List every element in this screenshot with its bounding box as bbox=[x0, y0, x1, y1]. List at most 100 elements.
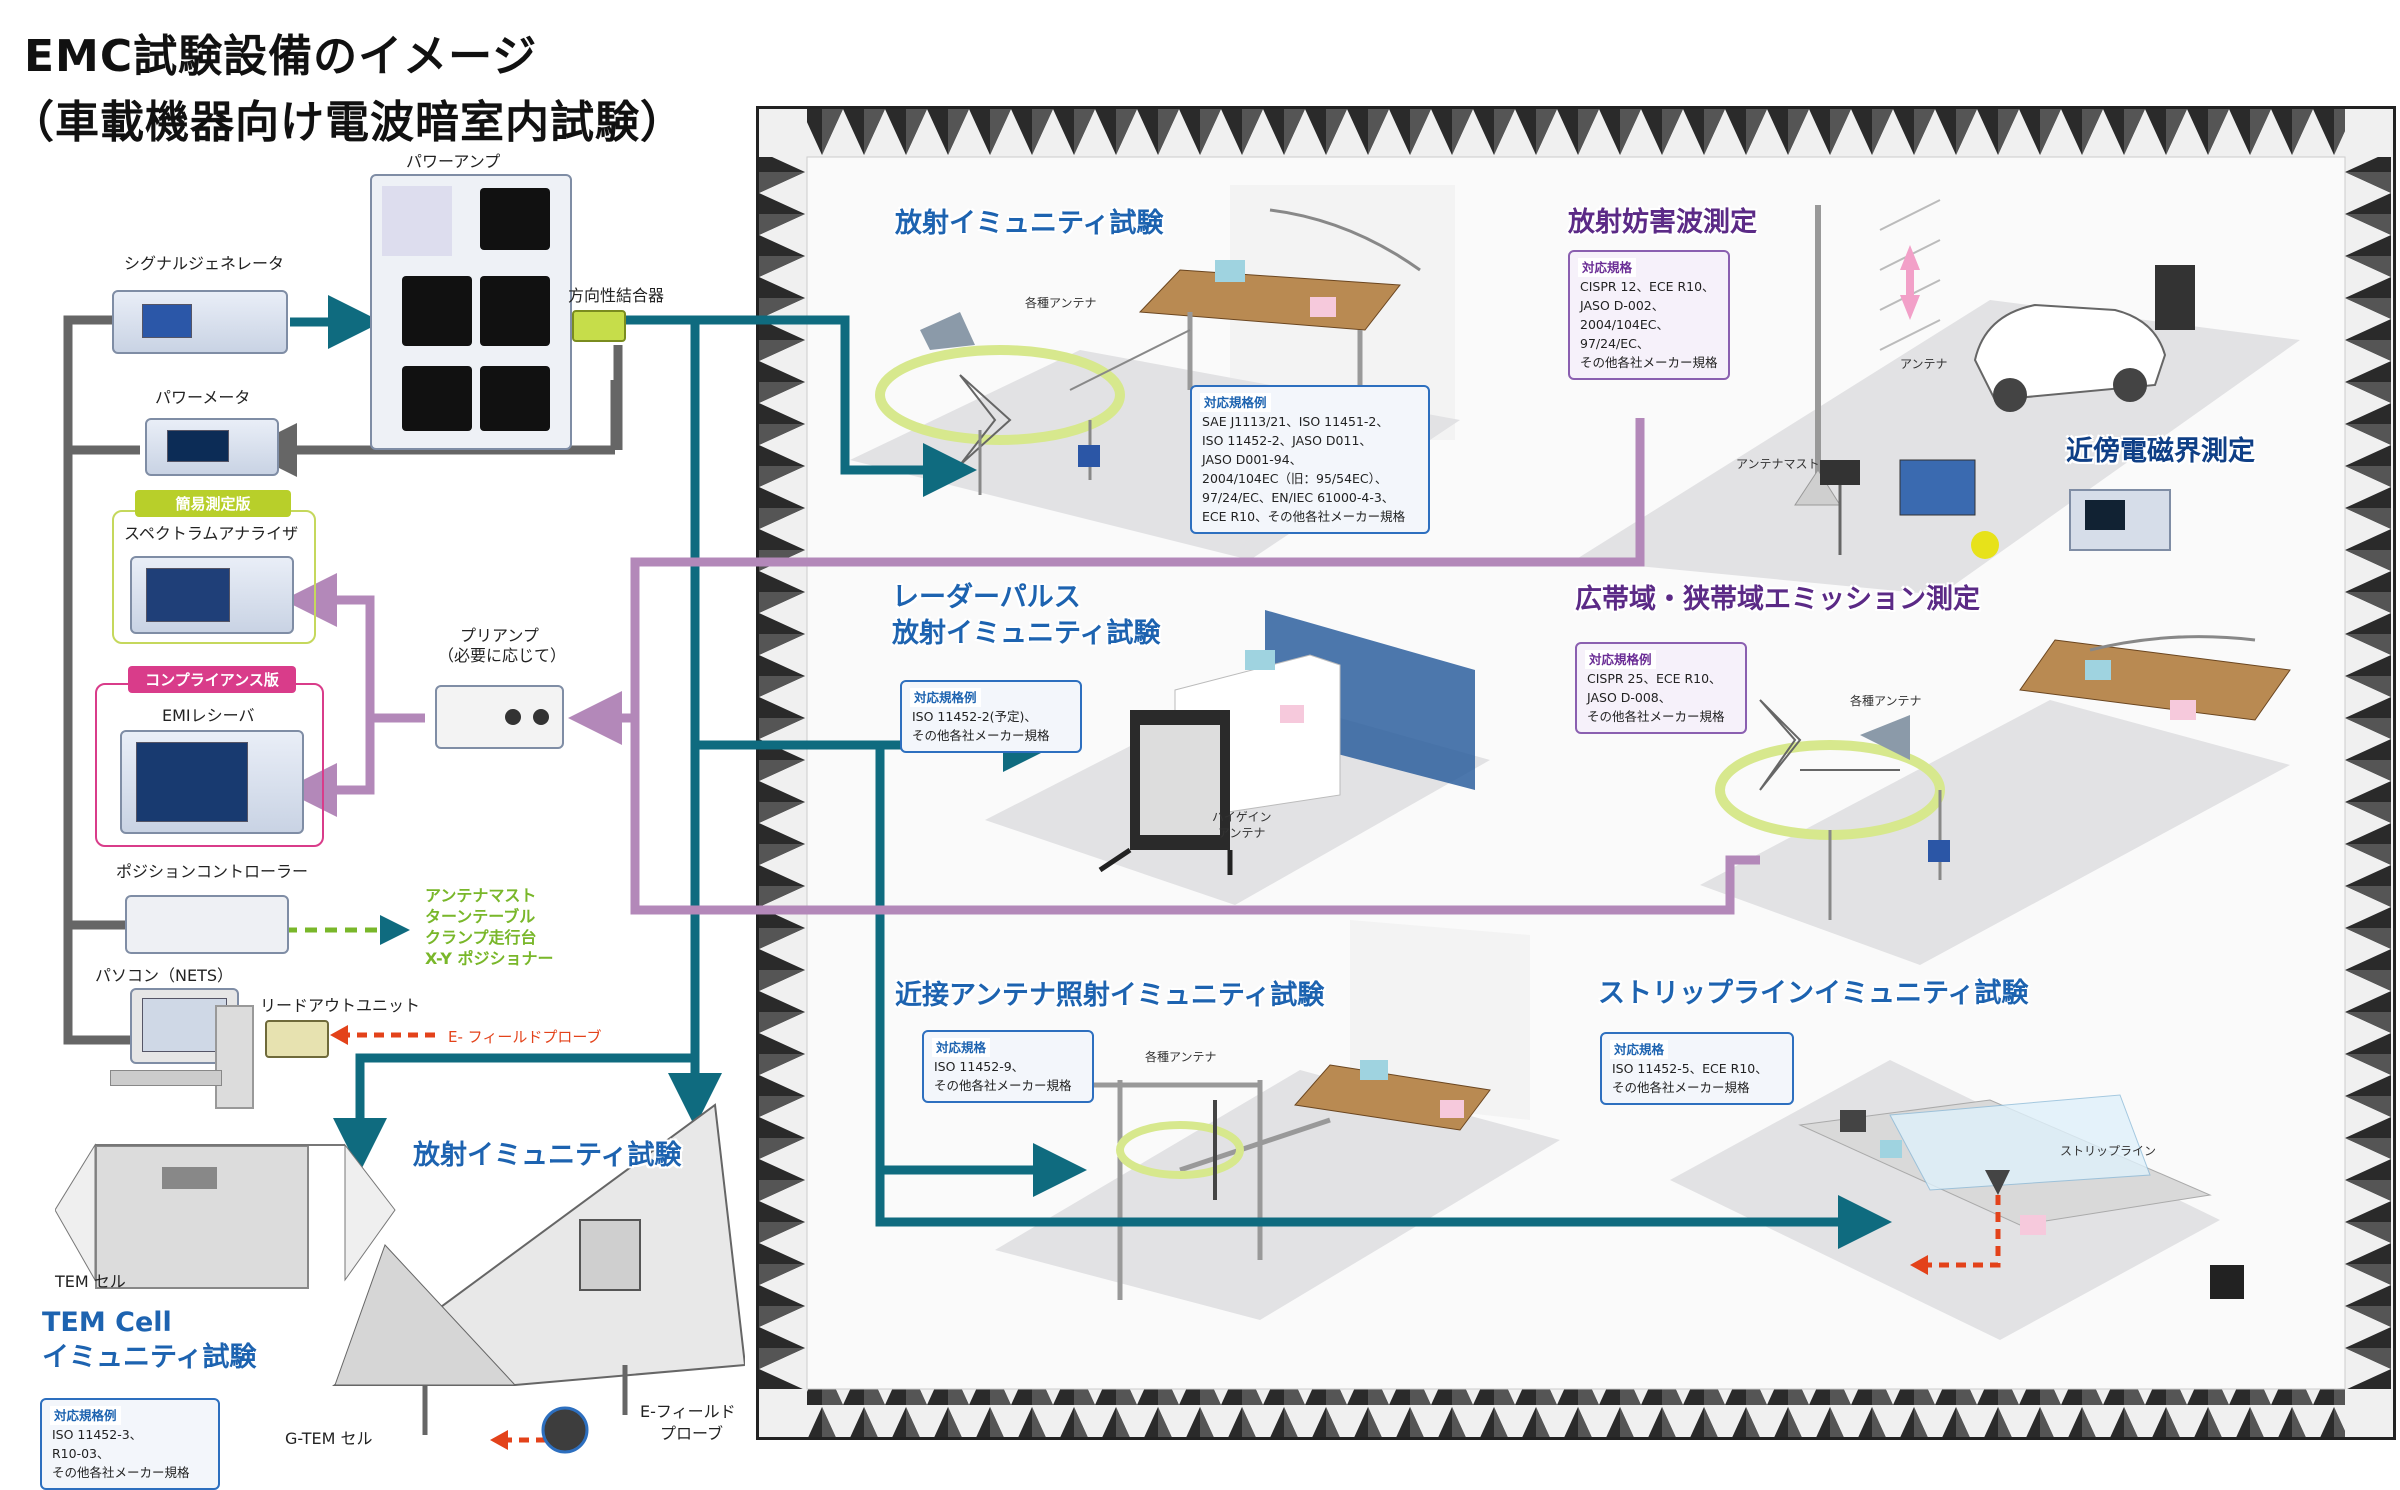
standards-header: 対応規格例 bbox=[910, 688, 981, 707]
standard-item: ISO 11452-3、 bbox=[52, 1427, 143, 1442]
standard-item: ISO 11452-9、 bbox=[934, 1059, 1025, 1074]
tem-cell-frame bbox=[55, 1143, 396, 1282]
preamp bbox=[435, 685, 564, 749]
tem-immunity-title-line2: イミュニティ試験 bbox=[42, 1342, 257, 1373]
standard-item: 97/24/EC、EN/IEC 61000-4-3、 bbox=[1202, 490, 1395, 505]
proximity-antenna-label: 各種アンテナ bbox=[1145, 1050, 1217, 1064]
tem-immunity-standards: 対応規格例 ISO 11452-3、 R10-03、 その他各社メーカー規格 bbox=[40, 1398, 220, 1490]
standard-item: その他各社メーカー規格 bbox=[52, 1465, 190, 1480]
scene-radar-pulse bbox=[985, 610, 1490, 905]
wideband-emission-title: 広帯域・狭帯域エミッション測定 bbox=[1575, 584, 1980, 615]
proximity-antenna-standards: 対応規格 ISO 11452-9、 その他各社メーカー規格 bbox=[922, 1030, 1094, 1103]
radiated-emission-standards: 対応規格 CISPR 12、ECE R10、 JASO D-002、 2004/… bbox=[1568, 250, 1730, 380]
standard-item: ISO 11452-5、ECE R10、 bbox=[1612, 1061, 1768, 1076]
power-amp-label: パワーアンプ bbox=[406, 152, 501, 171]
directional-coupler bbox=[572, 310, 626, 342]
page-title: EMC試験設備のイメージ bbox=[24, 31, 538, 82]
radiated-immunity-title: 放射イミュニティ試験 bbox=[895, 208, 1164, 239]
radiated-emission-title: 放射妨害波測定 bbox=[1568, 207, 1757, 238]
readout-unit-label: リードアウトユニット bbox=[260, 996, 421, 1015]
gtem-immunity-title: 放射イミュニティ試験 bbox=[413, 1140, 682, 1171]
standard-item: JASO D-008、 bbox=[1587, 690, 1672, 705]
horn-antenna-label-line2: アンテナ bbox=[1218, 826, 1266, 840]
preamp-label: プリアンプ bbox=[460, 626, 539, 645]
standard-item: その他各社メーカー規格 bbox=[934, 1078, 1072, 1093]
pc-keyboard bbox=[110, 1070, 222, 1086]
positioner-target-3: クランプ走行台 bbox=[425, 928, 537, 947]
compliance-version-badge: コンプライアンス版 bbox=[128, 666, 296, 693]
wideband-antenna-label: 各種アンテナ bbox=[1850, 694, 1922, 708]
scene-proximity bbox=[995, 920, 1560, 1320]
scene-radiated-emission bbox=[1575, 199, 2300, 595]
page-subtitle: （車載機器向け電波暗室内試験） bbox=[10, 97, 685, 148]
standard-item: ISO 11452-2、JASO D011、 bbox=[1202, 433, 1372, 448]
pc-monitor bbox=[130, 988, 239, 1064]
spectrum-analyzer bbox=[130, 556, 294, 634]
positioner-target-4: X-Y ポジショナー bbox=[425, 949, 554, 968]
emi-receiver bbox=[120, 730, 304, 834]
standard-item: その他各社メーカー規格 bbox=[912, 728, 1050, 743]
radiated-immunity-standards: 対応規格例 SAE J1113/21、ISO 11451-2、 ISO 1145… bbox=[1190, 385, 1430, 534]
preamp-sublabel: （必要に応じて） bbox=[438, 646, 567, 665]
stripline-label: ストリップライン bbox=[2060, 1144, 2157, 1158]
signal-generator-label: シグナルジェネレータ bbox=[124, 254, 285, 273]
positioner-target-2: ターンテーブル bbox=[425, 907, 536, 926]
gtem-cell-label: G-TEM セル bbox=[285, 1429, 373, 1448]
spectrum-analyzer-label: スペクトラムアナライザ bbox=[124, 524, 299, 543]
standard-item: 97/24/EC、 bbox=[1580, 336, 1650, 351]
standard-item: JASO D001-94、 bbox=[1202, 452, 1303, 467]
positioner-target-list: アンテナマスト ターンテーブル クランプ走行台 X-Y ポジショナー bbox=[425, 885, 553, 969]
standards-header: 対応規格 bbox=[1578, 258, 1637, 277]
position-controller-label: ポジションコントローラー bbox=[116, 862, 309, 881]
scene-stripline bbox=[1670, 1060, 2244, 1340]
tem-immunity-title-line1: TEM Cell bbox=[42, 1307, 172, 1338]
position-controller bbox=[125, 895, 289, 954]
e-field-probe-label: E- フィールドプローブ bbox=[448, 1028, 602, 1046]
standards-header: 対応規格 bbox=[932, 1038, 991, 1057]
scene-wideband-emission bbox=[1700, 635, 2291, 965]
power-meter bbox=[145, 418, 279, 476]
power-amp-rack bbox=[370, 174, 572, 450]
standard-item: ECE R10、その他各社メーカー規格 bbox=[1202, 509, 1406, 524]
radar-pulse-title-line2: 放射イミュニティ試験 bbox=[892, 618, 1161, 649]
stripline-standards: 対応規格 ISO 11452-5、ECE R10、 その他各社メーカー規格 bbox=[1600, 1032, 1794, 1105]
radiated-emission-antenna-label: アンテナ bbox=[1900, 357, 1948, 371]
standard-item: その他各社メーカー規格 bbox=[1612, 1080, 1750, 1095]
tem-cell-label: TEM セル bbox=[55, 1272, 126, 1291]
power-meter-label: パワーメータ bbox=[155, 388, 251, 407]
positioner-target-1: アンテナマスト bbox=[425, 886, 537, 905]
stripline-title: ストリップラインイミュニティ試験 bbox=[1598, 978, 2029, 1009]
tem-cell bbox=[95, 1145, 309, 1289]
pc-tower bbox=[215, 1005, 254, 1109]
pc-label: パソコン（NETS） bbox=[95, 966, 234, 985]
standards-header: 対応規格 bbox=[1610, 1040, 1669, 1059]
readout-unit bbox=[265, 1020, 329, 1058]
near-field-title: 近傍電磁界測定 bbox=[2066, 436, 2255, 467]
emi-receiver-label: EMIレシーバ bbox=[162, 706, 255, 725]
gtem-cell bbox=[331, 1103, 745, 1454]
wideband-emission-standards: 対応規格例 CISPR 25、ECE R10、 JASO D-008、 その他各… bbox=[1575, 642, 1747, 734]
standard-item: 2004/104EC（旧：95/54EC）、 bbox=[1202, 471, 1388, 486]
simple-version-badge: 簡易測定版 bbox=[135, 490, 291, 517]
directional-coupler-label: 方向性結合器 bbox=[568, 286, 665, 305]
standard-item: R10-03、 bbox=[52, 1446, 110, 1461]
standard-item: 2004/104EC、 bbox=[1580, 317, 1670, 332]
signal-generator bbox=[112, 290, 288, 354]
proximity-antenna-title: 近接アンテナ照射イミュニティ試験 bbox=[895, 980, 1325, 1011]
standard-item: その他各社メーカー規格 bbox=[1587, 709, 1725, 724]
standard-item: その他各社メーカー規格 bbox=[1580, 355, 1718, 370]
standards-header: 対応規格例 bbox=[1200, 393, 1271, 412]
standard-item: SAE J1113/21、ISO 11451-2、 bbox=[1202, 414, 1389, 429]
radiated-immunity-antenna-label: 各種アンテナ bbox=[1025, 296, 1097, 310]
standard-item: CISPR 12、ECE R10、 bbox=[1580, 279, 1715, 294]
standard-item: ISO 11452-2(予定)、 bbox=[912, 709, 1037, 724]
standard-item: CISPR 25、ECE R10、 bbox=[1587, 671, 1722, 686]
standards-header: 対応規格例 bbox=[50, 1406, 121, 1425]
radar-pulse-standards: 対応規格例 ISO 11452-2(予定)、 その他各社メーカー規格 bbox=[900, 680, 1082, 753]
e-field-probe-2-line1: E-フィールド bbox=[640, 1402, 736, 1421]
e-field-probe-2-line2: プローブ bbox=[660, 1424, 724, 1443]
radar-pulse-title-line1: レーダーパルス bbox=[892, 582, 1081, 613]
horn-antenna-label-line1: ハイゲイン bbox=[1212, 810, 1272, 824]
